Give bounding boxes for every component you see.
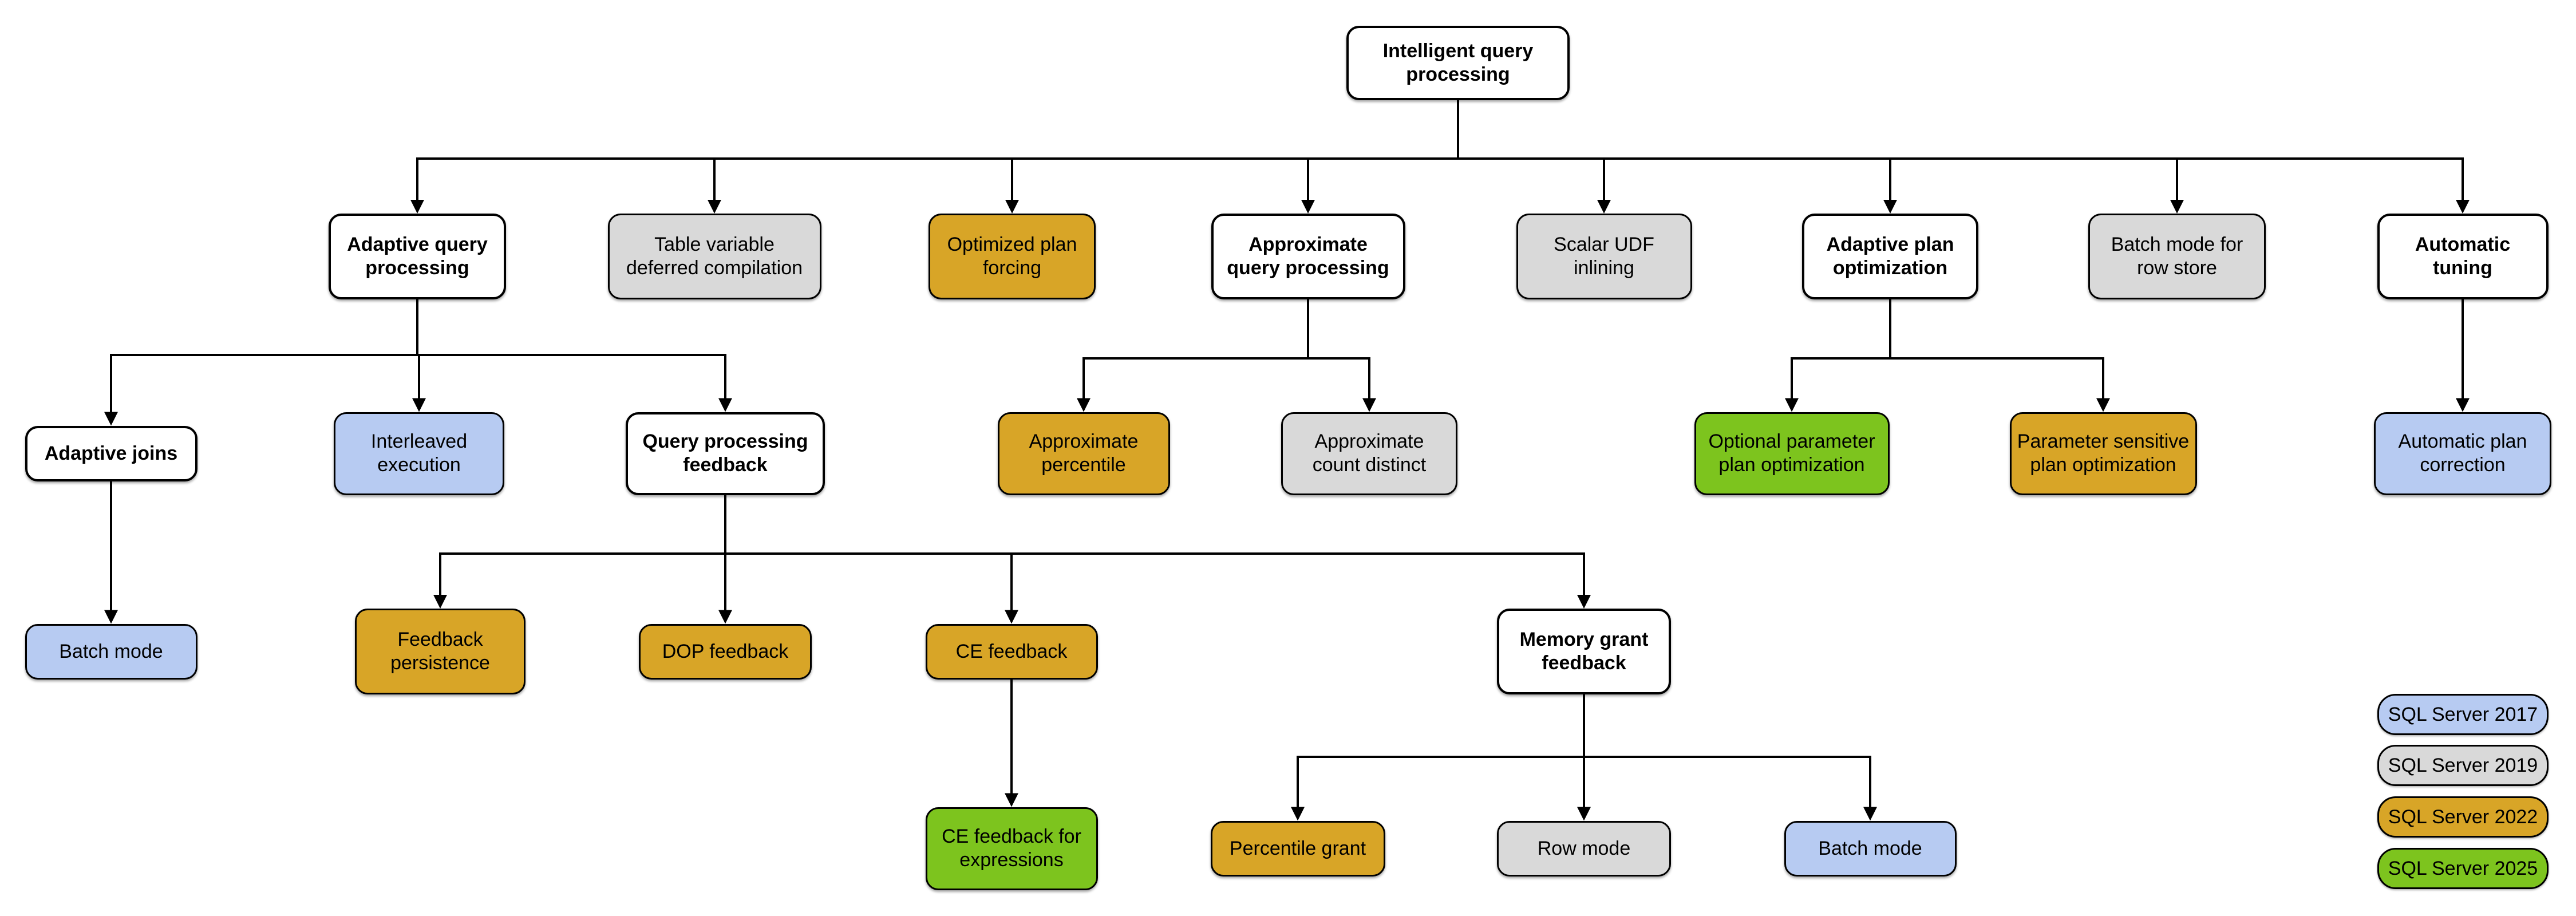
node-sudf: Scalar UDF inlining <box>1516 214 1692 299</box>
node-acd: Approximate count distinct <box>1281 412 1457 495</box>
node-cefe: CE feedback for expressions <box>925 807 1098 890</box>
node-tvdc: Table variable deferred compilation <box>607 214 821 299</box>
node-bmrs: Batch mode for row store <box>2088 214 2266 299</box>
legend-item-sql-server-2017: SQL Server 2017 <box>2377 694 2549 735</box>
legend-item-sql-server-2019: SQL Server 2019 <box>2377 745 2549 786</box>
node-aj: Adaptive joins <box>25 425 197 481</box>
node-mgf: Memory grant feedback <box>1497 609 1671 694</box>
node-apc: Automatic plan correction <box>2374 412 2551 495</box>
node-aqp: Adaptive query processing <box>329 214 506 299</box>
node-ie: Interleaved execution <box>334 412 504 495</box>
node-oppo: Optional parameter plan optimization <box>1694 412 1890 495</box>
node-ap: Approximate percentile <box>997 412 1170 495</box>
node-rm: Row mode <box>1497 820 1671 876</box>
node-cef: CE feedback <box>925 623 1098 680</box>
node-bm2: Batch mode <box>1784 820 1957 876</box>
node-qpf: Query processing feedback <box>626 412 825 495</box>
node-iqp: Intelligent query processing <box>1346 26 1570 100</box>
legend-item-sql-server-2022: SQL Server 2022 <box>2377 796 2549 838</box>
node-bm1: Batch mode <box>25 623 197 680</box>
legend-item-sql-server-2025: SQL Server 2025 <box>2377 848 2549 889</box>
node-pspo: Parameter sensitive plan optimization <box>2009 412 2197 495</box>
node-atun: Automatic tuning <box>2377 214 2549 299</box>
node-apo: Adaptive plan optimization <box>1802 214 1978 299</box>
node-dop: DOP feedback <box>639 623 812 680</box>
node-pg: Percentile grant <box>1210 820 1385 876</box>
node-opf: Optimized plan forcing <box>929 214 1096 299</box>
node-aqpr: Approximate query processing <box>1211 214 1405 299</box>
node-fp: Feedback persistence <box>355 609 526 694</box>
